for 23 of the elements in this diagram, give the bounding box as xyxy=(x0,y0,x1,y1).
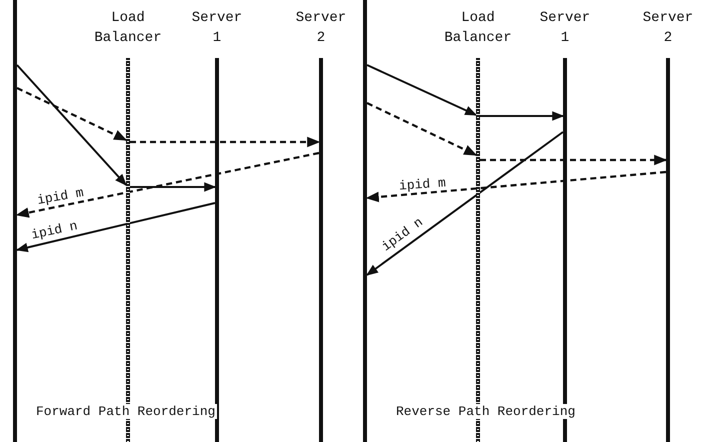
lifeline-heading: Server 2 xyxy=(642,9,694,48)
lifeline-heading: Load Balancer xyxy=(93,9,163,48)
lifeline xyxy=(13,0,17,442)
arrow xyxy=(480,154,668,166)
lifeline-heading: Server 1 xyxy=(190,9,244,48)
arrow xyxy=(16,152,320,218)
arrow xyxy=(366,170,666,202)
arrow xyxy=(130,182,216,192)
arrow xyxy=(16,202,216,252)
panel-caption: Forward Path Reordering xyxy=(34,404,218,419)
arrow xyxy=(366,102,478,156)
arrow xyxy=(16,87,128,141)
arrow xyxy=(480,111,564,121)
lifeline-heading: Server 1 xyxy=(538,9,592,48)
panel-caption: Reverse Path Reordering xyxy=(394,404,578,419)
edge-label: ipid m xyxy=(398,176,448,193)
lifeline xyxy=(363,0,367,442)
lifeline-heading: Server 2 xyxy=(294,9,348,48)
arrow xyxy=(16,64,127,186)
arrow xyxy=(366,131,564,276)
arrow xyxy=(366,64,478,116)
lifeline-heading: Load Balancer xyxy=(443,9,513,48)
arrow xyxy=(130,136,320,148)
